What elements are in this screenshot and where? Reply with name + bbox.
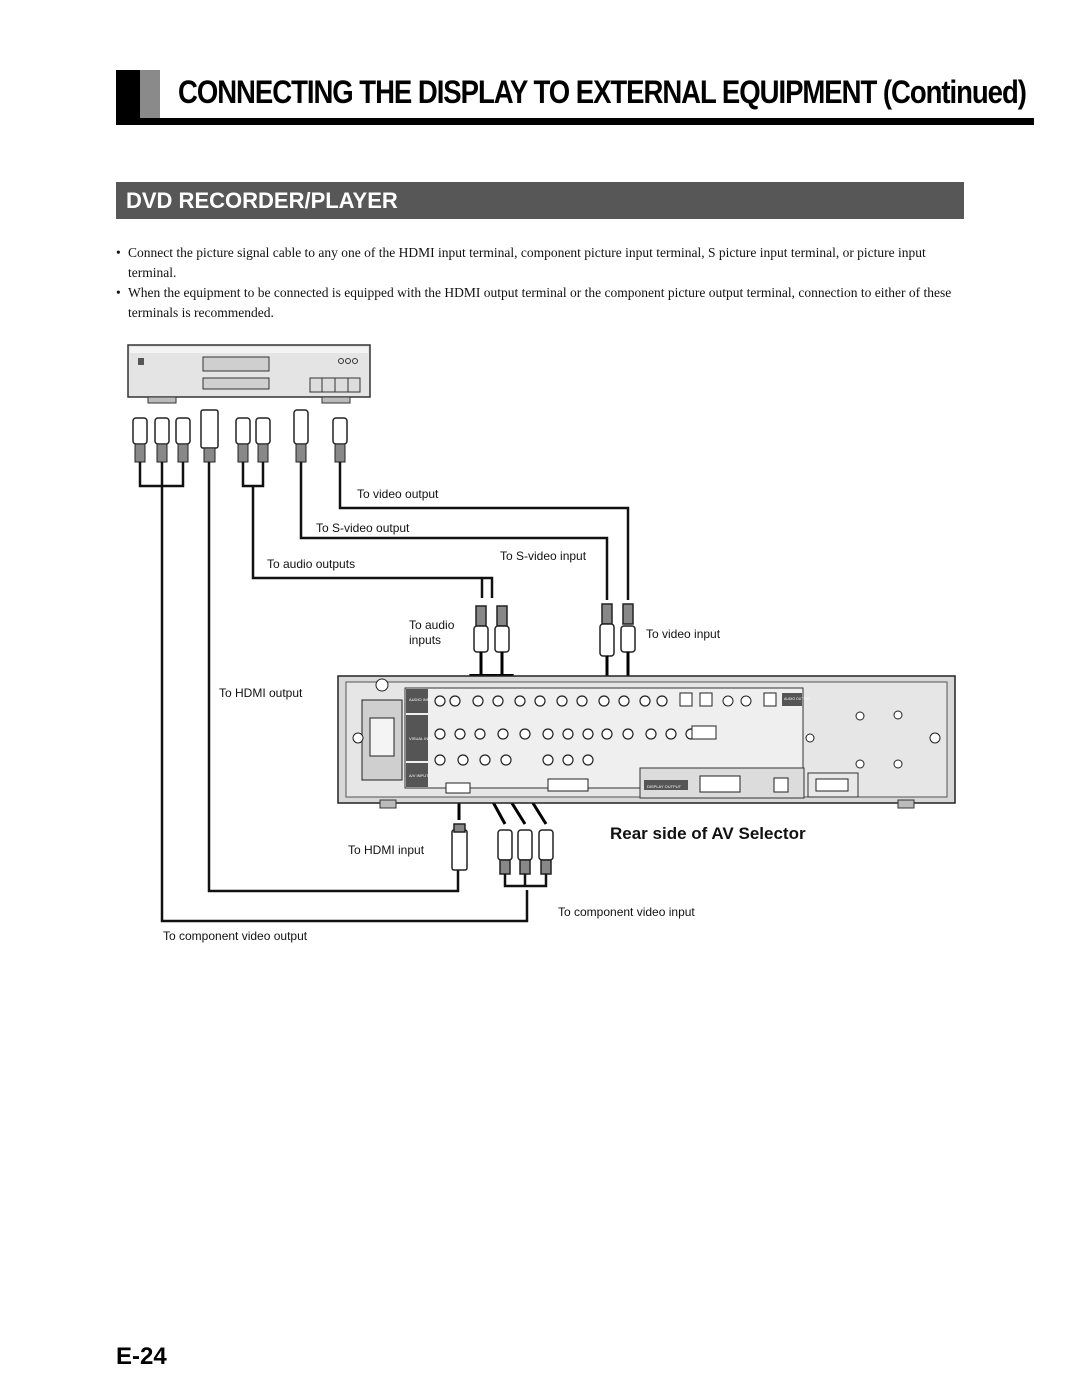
header-rule: [116, 118, 1034, 125]
label-to-component-video-output: To component video output: [163, 929, 308, 943]
label-to-hdmi-input: To HDMI input: [348, 843, 425, 857]
panel-label-visual-input: VISUAL INPUT: [409, 736, 437, 741]
section-heading-bar: DVD RECORDER/PLAYER: [116, 182, 964, 219]
label-to-hdmi-output: To HDMI output: [219, 686, 303, 700]
player-side-plugs: [132, 409, 348, 449]
instruction-item: Connect the picture signal cable to any …: [116, 243, 966, 283]
panel-label-audio-input: AUDIO INPUT: [409, 697, 435, 702]
label-to-s-video-input: To S-video input: [500, 549, 587, 563]
label-rear-side-av-selector: Rear side of AV Selector: [610, 824, 806, 843]
label-to-audio-outputs: To audio outputs: [267, 557, 355, 571]
label-to-audio-inputs: To audio: [409, 618, 455, 632]
label-to-audio-inputs-line2: inputs: [409, 633, 441, 647]
panel-label-av-input: A/V INPUT: [409, 773, 429, 778]
panel-label-display-output: DISPLAY OUTPUT: [647, 784, 682, 789]
page-number: E-24: [116, 1343, 167, 1370]
dvd-player-illustration: [127, 344, 371, 404]
label-to-component-video-input: To component video input: [558, 905, 695, 919]
component-cables-bottom: [503, 874, 548, 888]
label-to-s-video-output: To S-video output: [316, 521, 410, 535]
header-black-block: [116, 70, 140, 120]
label-to-video-output: To video output: [357, 487, 439, 501]
label-to-video-input: To video input: [646, 627, 721, 641]
instruction-list: Connect the picture signal cable to any …: [116, 243, 966, 323]
header-grey-block: [140, 70, 160, 120]
connection-diagram: AUDIO INPUT VISUAL INPUT A/V INPUT AUDIO…: [127, 344, 956, 943]
cables: [138, 462, 630, 923]
panel-label-audio-output: AUDIO OUTPUT: [784, 697, 811, 701]
plug-collars: [134, 443, 346, 463]
instruction-item: When the equipment to be connected is eq…: [116, 283, 966, 323]
av-selector-rear-panel: AUDIO INPUT VISUAL INPUT A/V INPUT AUDIO…: [337, 675, 956, 809]
section-title: DVD RECORDER/PLAYER: [126, 188, 398, 213]
page-title: CONNECTING THE DISPLAY TO EXTERNAL EQUIP…: [178, 74, 1027, 110]
